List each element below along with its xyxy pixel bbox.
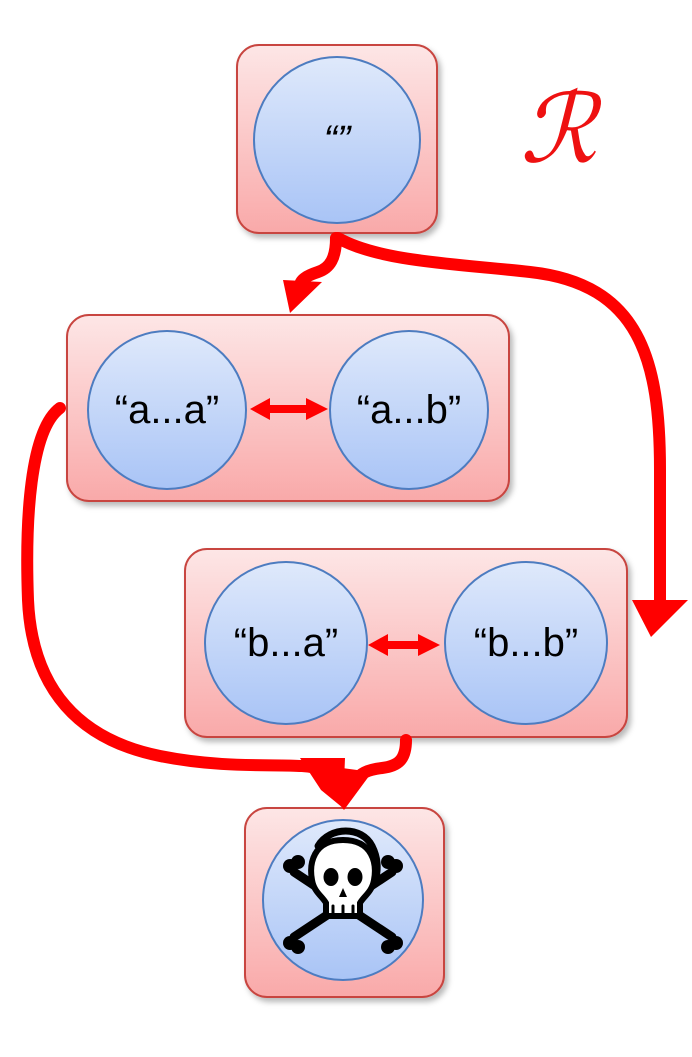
node-a-b: “a...b” (329, 330, 489, 490)
r-logo: ℛ (520, 73, 603, 185)
node-b-b-label: “b...b” (474, 621, 578, 665)
node-a-b-label: “a...b” (357, 388, 461, 432)
skull-and-crossbones-icon (283, 827, 403, 954)
node-a-a: “a...a” (87, 330, 247, 490)
node-b-a-label: “b...a” (234, 621, 338, 665)
arrowheads (283, 280, 688, 810)
node-b-a: “b...a” (204, 561, 368, 725)
arrowhead-empty-to-a (283, 280, 322, 313)
arrow-b-a-b-b (368, 634, 440, 656)
arrow-a-a-a-b (250, 398, 328, 420)
node-empty: “” (253, 56, 421, 224)
node-b-b: “b...b” (444, 561, 608, 725)
arrow-empty-to-b (332, 232, 666, 606)
node-empty-label: “” (324, 118, 352, 162)
arrow-empty-to-a (294, 232, 342, 292)
arrowhead-b-to-dead (328, 768, 372, 810)
node-a-a-label: “a...a” (115, 388, 219, 432)
node-dead (262, 819, 424, 981)
arrow-a-to-dead (21, 402, 328, 776)
arrowhead-empty-to-b (632, 600, 688, 637)
